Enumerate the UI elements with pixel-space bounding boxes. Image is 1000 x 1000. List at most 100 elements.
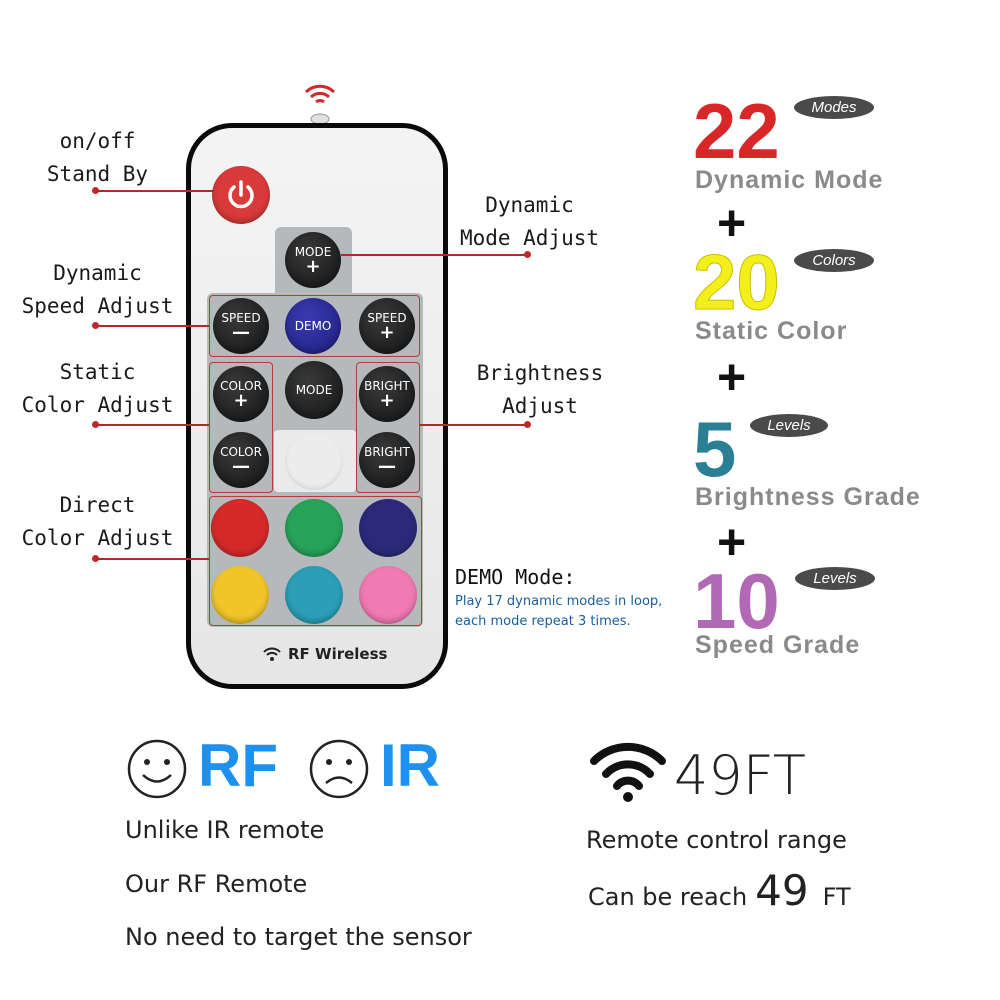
mode-plus-button[interactable]: MODE + xyxy=(285,232,341,288)
cyan-color-button[interactable] xyxy=(285,566,343,624)
button-symbol: + xyxy=(379,389,395,411)
callout-line-1: Static xyxy=(59,360,136,384)
direct-color-callout: Direct Color Adjust xyxy=(15,489,180,555)
button-symbol: — xyxy=(378,455,396,477)
callout-line-1: Brightness xyxy=(476,361,604,385)
dynamic-speed-dot xyxy=(92,322,99,329)
red-color-button[interactable] xyxy=(211,499,269,557)
stat-colors-label: Static Color xyxy=(695,317,848,345)
plus-sign: + xyxy=(717,349,747,405)
color-minus-button[interactable]: COLOR — xyxy=(213,432,269,488)
pink-color-button[interactable] xyxy=(359,566,417,624)
callout-line-2: Mode Adjust xyxy=(459,226,600,250)
rf-wireless-footer: RF Wireless xyxy=(262,645,387,663)
demo-button[interactable]: DEMO xyxy=(285,298,341,354)
callout-line-2: Color Adjust xyxy=(21,526,174,550)
button-label: COLOR xyxy=(220,444,262,459)
button-symbol: + xyxy=(233,389,249,411)
range-line-2-unit: FT xyxy=(822,883,851,911)
button-label: BRIGHT xyxy=(364,378,410,393)
button-symbol: + xyxy=(379,321,395,343)
stat-modes-label: Dynamic Mode xyxy=(695,166,884,194)
dynamic-mode-line xyxy=(341,254,527,256)
wifi-icon xyxy=(263,647,281,661)
comparison-line-1: Unlike IR remote xyxy=(125,816,325,844)
stat-brightness-badge: Levels xyxy=(750,414,828,437)
rf-wireless-label: RF Wireless xyxy=(288,645,388,663)
stat-speed-number: 10 xyxy=(693,557,780,645)
wifi-icon xyxy=(590,742,666,802)
power-callout: on/off Stand By xyxy=(40,125,155,191)
ir-label: IR xyxy=(380,732,440,799)
frown-icon xyxy=(309,739,369,799)
speed-minus-button[interactable]: SPEED — xyxy=(213,298,269,354)
speed-plus-button[interactable]: SPEED + xyxy=(359,298,415,354)
stat-speed-badge: Levels xyxy=(795,567,875,590)
direct-color-frame xyxy=(209,496,422,626)
direct-color-line xyxy=(96,558,209,560)
button-symbol: + xyxy=(305,255,321,277)
static-color-dot xyxy=(92,421,99,428)
brightness-callout: Brightness Adjust xyxy=(470,357,610,423)
button-symbol: — xyxy=(232,455,250,477)
range-line-1: Remote control range xyxy=(586,826,847,854)
speed-frame xyxy=(209,295,420,357)
comparison-line-2: Our RF Remote xyxy=(125,870,308,898)
dynamic-speed-callout: Dynamic Speed Adjust xyxy=(15,257,180,323)
bright-plus-button[interactable]: BRIGHT + xyxy=(359,366,415,422)
button-symbol: — xyxy=(232,321,250,343)
stat-speed-label: Speed Grade xyxy=(695,631,861,659)
plus-sign: + xyxy=(717,195,747,251)
callout-line-2: Color Adjust xyxy=(21,393,174,417)
static-color-callout: Static Color Adjust xyxy=(15,356,180,422)
color-plus-button[interactable]: COLOR + xyxy=(213,366,269,422)
power-callout-line xyxy=(96,190,214,192)
button-label: MODE xyxy=(294,244,332,259)
range-line-2-number: 49 xyxy=(755,866,809,915)
stat-colors-number: 20 xyxy=(693,238,781,326)
stat-colors-badge: Colors xyxy=(794,249,874,272)
stat-modes-number: 22 xyxy=(693,87,780,175)
power-icon xyxy=(228,180,254,209)
stat-modes-badge: Modes xyxy=(794,96,874,119)
button-label: MODE xyxy=(295,382,333,397)
stat-brightness-number: 5 xyxy=(693,405,737,493)
range-value: 49FT xyxy=(674,744,806,807)
mode-button[interactable]: MODE xyxy=(285,361,343,419)
bright-frame xyxy=(356,362,420,493)
smiley-icon xyxy=(127,739,187,799)
plus-sign: + xyxy=(717,514,747,570)
white-color-button[interactable] xyxy=(285,432,343,490)
button-label: SPEED xyxy=(221,310,261,325)
callout-line-1: on/off xyxy=(59,129,136,153)
brightness-dot xyxy=(524,421,531,428)
button-label: DEMO xyxy=(294,318,332,333)
demo-mode-line-1: Play 17 dynamic modes in loop, xyxy=(455,594,663,609)
callout-line-1: Dynamic xyxy=(485,193,574,217)
button-label: COLOR xyxy=(220,378,262,393)
yellow-color-button[interactable] xyxy=(211,566,269,624)
blue-color-button[interactable] xyxy=(359,499,417,557)
dynamic-mode-dot xyxy=(524,251,531,258)
button-label: BRIGHT xyxy=(364,444,410,459)
demo-mode-line-2: each mode repeat 3 times. xyxy=(455,614,631,629)
color-frame xyxy=(209,362,273,493)
callout-line-2: Speed Adjust xyxy=(21,294,174,318)
callout-line-1: Direct xyxy=(59,493,136,517)
rf-label: RF xyxy=(198,732,278,799)
stat-brightness-label: Brightness Grade xyxy=(695,483,921,511)
green-color-button[interactable] xyxy=(285,499,343,557)
dynamic-mode-callout: Dynamic Mode Adjust xyxy=(452,189,607,255)
power-button[interactable] xyxy=(212,166,270,224)
comparison-line-3: No need to target the sensor xyxy=(125,923,472,951)
bright-minus-button[interactable]: BRIGHT — xyxy=(359,432,415,488)
power-callout-dot xyxy=(92,187,99,194)
signal-icon xyxy=(304,84,336,125)
range-line-2-prefix: Can be reach xyxy=(588,883,748,911)
callout-line-1: Dynamic xyxy=(53,261,142,285)
callout-line-2: Stand By xyxy=(46,162,149,186)
demo-mode-title: DEMO Mode: xyxy=(455,565,576,589)
dynamic-speed-line xyxy=(96,325,209,327)
range-line-2: Can be reach 49 FT xyxy=(588,866,851,915)
button-label: SPEED xyxy=(367,310,407,325)
